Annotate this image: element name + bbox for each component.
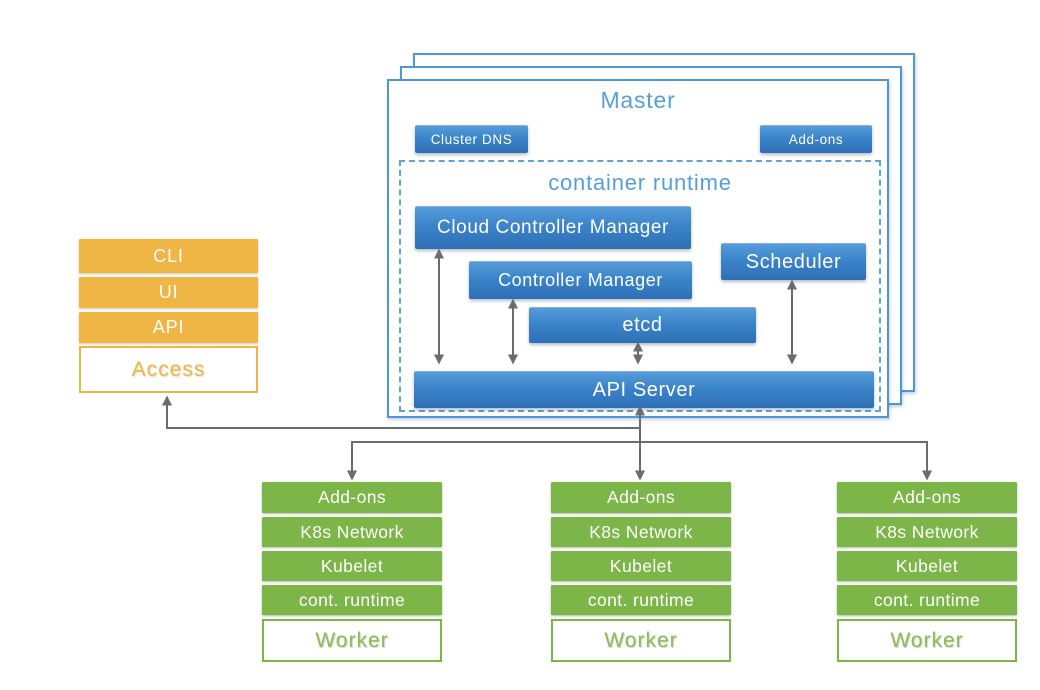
worker2-row-k8s-network: K8s Network [551, 517, 731, 547]
worker2-row-cont-runtime: cont. runtime [551, 585, 731, 615]
worker3-label-box: Worker [837, 619, 1017, 662]
api-server-box: API Server [414, 371, 874, 408]
worker1-row-addons: Add-ons [262, 482, 442, 513]
worker1-row-k8s-network: K8s Network [262, 517, 442, 547]
worker2-label-box: Worker [551, 619, 731, 662]
access-row-api: API [79, 312, 258, 343]
worker3-row-cont-runtime: cont. runtime [837, 585, 1017, 615]
worker3-row-addons: Add-ons [837, 482, 1017, 513]
master-panel: Master Cluster DNS Add-ons container run… [387, 79, 889, 418]
access-label-box: Access [79, 346, 258, 393]
worker2-row-kubelet: Kubelet [551, 551, 731, 581]
container-runtime-title: container runtime [548, 170, 732, 195]
worker1-row-kubelet: Kubelet [262, 551, 442, 581]
cluster-dns-box: Cluster DNS [415, 125, 528, 153]
etcd-box: etcd [529, 307, 756, 343]
arrow-api-server-worker1 [347, 441, 640, 481]
worker3-row-k8s-network: K8s Network [837, 517, 1017, 547]
arrow-api-server-worker3 [640, 441, 932, 481]
scheduler-box: Scheduler [721, 243, 866, 280]
access-row-cli: CLI [79, 239, 258, 273]
worker3-row-kubelet: Kubelet [837, 551, 1017, 581]
master-title: Master [600, 87, 676, 113]
cloud-controller-manager-box: Cloud Controller Manager [415, 206, 691, 249]
worker2-row-addons: Add-ons [551, 482, 731, 513]
worker1-row-cont-runtime: cont. runtime [262, 585, 442, 615]
access-row-ui: UI [79, 277, 258, 308]
addons-master-box: Add-ons [760, 125, 872, 153]
container-runtime-region: container runtime Cloud Controller Manag… [399, 160, 881, 412]
controller-manager-box: Controller Manager [469, 261, 692, 299]
worker1-label-box: Worker [262, 619, 442, 662]
